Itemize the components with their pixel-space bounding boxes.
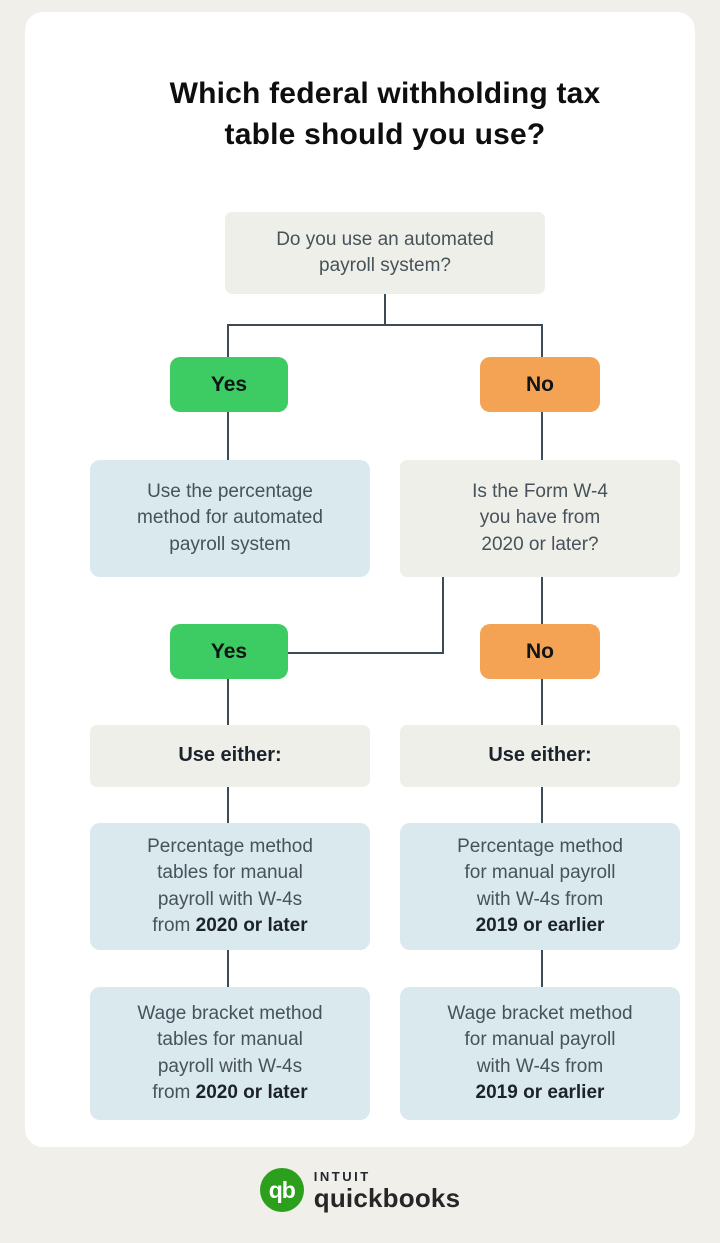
intuit-wordmark: intuit <box>313 1168 371 1184</box>
quickbooks-wordmark: quickbooks <box>313 1182 461 1213</box>
result-wage-bracket-2020: Wage bracket method tables for manual pa… <box>90 987 370 1120</box>
result-wage-bracket-2019-year: 2019 or earlier <box>475 1081 605 1103</box>
use-either-left-label: Use either: <box>90 725 370 787</box>
question-form-w4-year: Is the Form W-4 you have from 2020 or la… <box>400 460 680 577</box>
footer-brand: qb intuit quickbooks <box>0 1168 720 1212</box>
connector-q2-no <box>541 577 543 624</box>
result-percentage-method-2019-text: Percentage method for manual payroll wit… <box>457 836 623 936</box>
question-form-w4-year-text: Is the Form W-4 you have from 2020 or la… <box>472 481 608 555</box>
connector-branch1-right <box>541 324 543 357</box>
connector-branch1-split <box>227 324 543 326</box>
connector-percentage-right <box>541 950 543 987</box>
connector-yes1-result <box>227 412 229 460</box>
connector-q2-yes-vertical <box>442 577 444 654</box>
connector-q1-stem <box>384 294 386 325</box>
result-wage-bracket-2019-text: Wage bracket method for manual payroll w… <box>447 1003 633 1103</box>
result-wage-bracket-2020-text: Wage bracket method tables for manual pa… <box>137 1003 323 1103</box>
connector-either-right <box>541 787 543 823</box>
infographic-card: Which federal withholding tax table shou… <box>25 12 695 1147</box>
no-badge-branch1: No <box>480 357 600 412</box>
connector-q2-yes-horizontal <box>287 652 444 654</box>
yes-badge-branch2: Yes <box>170 624 288 679</box>
result-automated-percentage-method-text: Use the percentage method for automated … <box>137 481 323 555</box>
result-automated-percentage-method: Use the percentage method for automated … <box>90 460 370 577</box>
connector-either-left <box>227 787 229 823</box>
question-automated-payroll-text: Do you use an automated payroll system? <box>276 228 494 276</box>
use-either-right-text: Use either: <box>488 744 592 767</box>
page-title: Which federal withholding tax table shou… <box>169 77 601 151</box>
result-percentage-method-2019-year: 2019 or earlier <box>475 914 605 936</box>
connector-yes2-either <box>227 679 229 726</box>
result-wage-bracket-2019: Wage bracket method for manual payroll w… <box>400 987 680 1120</box>
result-percentage-method-2020-text: Percentage method tables for manual payr… <box>147 836 313 936</box>
connector-no1-q2 <box>541 412 543 460</box>
connector-percentage-left <box>227 950 229 987</box>
connector-no2-either <box>541 679 543 726</box>
result-percentage-method-2020: Percentage method tables for manual payr… <box>90 823 370 950</box>
quickbooks-logo-icon: qb <box>259 1168 304 1212</box>
no-badge-branch2: No <box>480 624 600 679</box>
result-percentage-method-2020-year: 2020 or later <box>195 914 308 936</box>
connector-branch1-left <box>227 324 229 357</box>
use-either-left-text: Use either: <box>178 744 282 767</box>
question-automated-payroll: Do you use an automated payroll system? <box>225 212 545 294</box>
use-either-right-label: Use either: <box>400 725 680 787</box>
brand-wordmark: intuit quickbooks <box>314 1170 460 1211</box>
result-wage-bracket-2020-year: 2020 or later <box>195 1081 308 1103</box>
yes-badge-branch1: Yes <box>170 357 288 412</box>
result-percentage-method-2019: Percentage method for manual payroll wit… <box>400 823 680 950</box>
